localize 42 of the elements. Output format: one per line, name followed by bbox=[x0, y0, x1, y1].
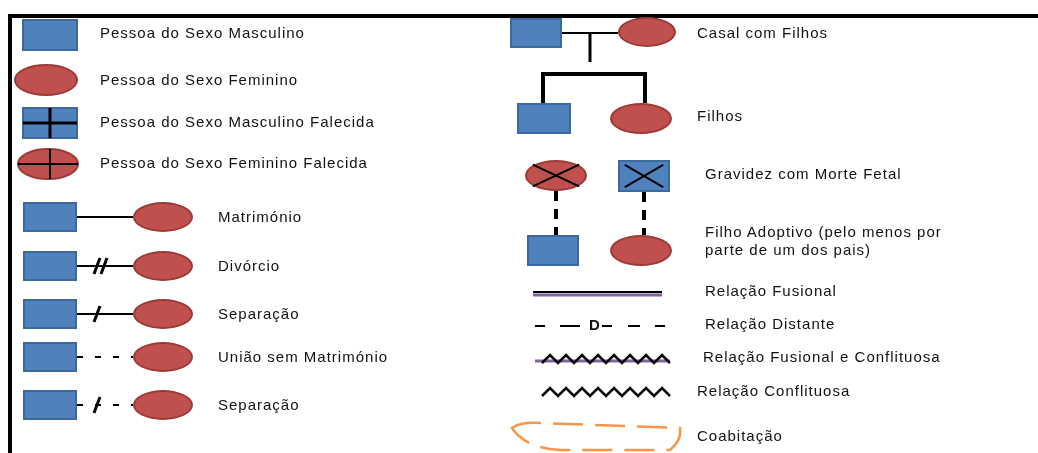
relation-line bbox=[541, 72, 647, 103]
relation-line bbox=[554, 191, 558, 235]
male-square bbox=[23, 342, 77, 372]
crossed-square bbox=[618, 160, 670, 192]
relation-line bbox=[561, 32, 619, 34]
relation-line bbox=[76, 356, 134, 358]
male-square bbox=[527, 235, 579, 266]
legend-text: Pessoa do Sexo Feminino Falecida bbox=[100, 154, 368, 172]
relation-line bbox=[76, 404, 134, 406]
legend-text: Separação bbox=[218, 305, 300, 323]
legend-text: Casal com Filhos bbox=[697, 24, 829, 42]
female-ellipse bbox=[618, 17, 676, 47]
legend-text: Divórcio bbox=[218, 257, 281, 275]
legend-text: Relação Fusional bbox=[705, 282, 837, 300]
legend-text: Pessoa do Sexo Masculino Falecida bbox=[100, 113, 375, 131]
relation-line bbox=[76, 265, 134, 267]
female-ellipse bbox=[133, 251, 193, 281]
legend-text: Filho Adoptivo (pelo menos por parte de um dos pais) bbox=[705, 223, 943, 259]
female-ellipse bbox=[133, 299, 193, 329]
legend-text: Gravidez com Morte Fetal bbox=[705, 165, 902, 183]
legend-text: Pessoa do Sexo Feminino bbox=[100, 71, 299, 89]
male-square bbox=[517, 103, 571, 134]
legend-text: Matrimónio bbox=[218, 208, 303, 226]
male-square bbox=[510, 18, 562, 48]
legend-text: Filhos bbox=[697, 107, 743, 125]
relation-line bbox=[642, 192, 646, 235]
legend-text: Relação Distante bbox=[705, 315, 836, 333]
legend-text: Separação bbox=[218, 396, 300, 414]
male-square bbox=[23, 251, 77, 281]
male-square bbox=[23, 390, 77, 420]
female-ellipse bbox=[133, 202, 193, 232]
female-ellipse bbox=[133, 390, 193, 420]
male-square bbox=[23, 299, 77, 329]
legend-text: Coabitação bbox=[697, 427, 783, 445]
legend-text: Relação Fusional e Conflituosa bbox=[703, 348, 941, 366]
relation-line bbox=[76, 313, 134, 315]
female-ellipse bbox=[133, 342, 193, 372]
legend-text: União sem Matrimónio bbox=[218, 348, 389, 366]
relation-line bbox=[76, 216, 134, 218]
legend-text: Relação Conflituosa bbox=[697, 382, 851, 400]
male-square bbox=[23, 202, 77, 232]
legend-text: Pessoa do Sexo Masculino bbox=[100, 24, 305, 42]
